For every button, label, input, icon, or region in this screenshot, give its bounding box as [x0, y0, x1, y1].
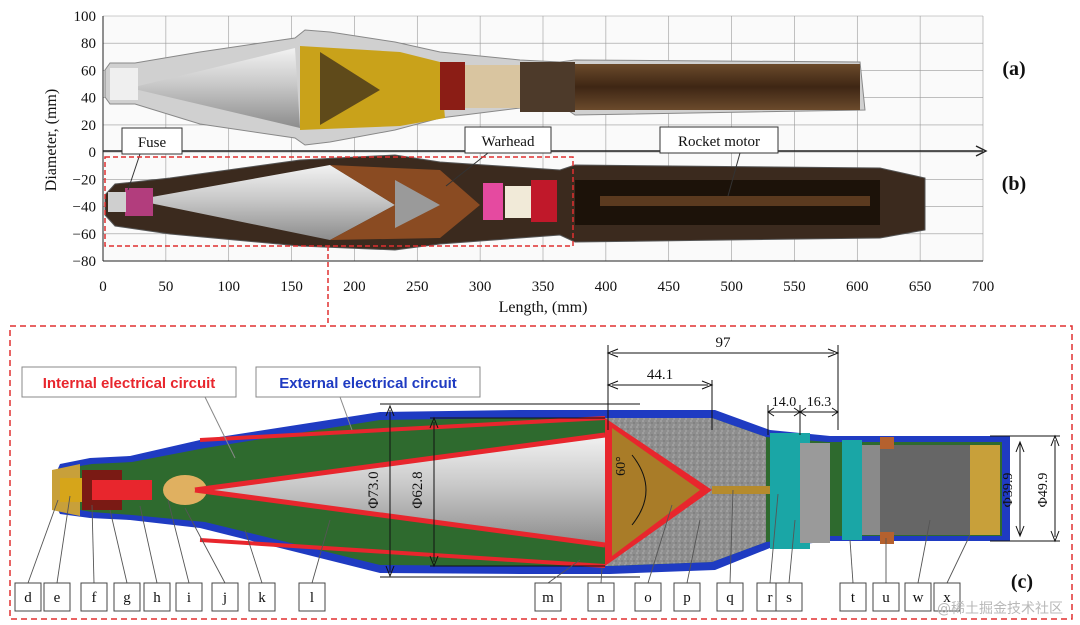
- part-label-text: g: [123, 590, 131, 606]
- part-label-f: f: [80, 504, 108, 612]
- part-label-x: x: [933, 534, 971, 612]
- part-label-text: x: [943, 590, 951, 606]
- y-tick-label: 20: [81, 118, 96, 134]
- part-label-k: k: [244, 529, 276, 612]
- x-tick-labels: 0 50 100 150 200 250 300 350 400 450 500 550 600 650 7…: [99, 279, 994, 295]
- selection-box: [104, 156, 574, 247]
- part-label-l: l: [298, 519, 331, 612]
- x-tick-label: 50: [158, 279, 173, 295]
- watermark: @稀土掘金技术社区: [937, 601, 1063, 617]
- part-label-w: w: [904, 519, 932, 612]
- x-tick-label: 550: [783, 279, 806, 295]
- fuse-label: Fuse: [138, 135, 167, 151]
- part-label-text: q: [726, 590, 734, 606]
- part-label-m: m: [534, 559, 581, 612]
- part-label-text: m: [542, 590, 554, 606]
- x-tick-label: 450: [657, 279, 680, 295]
- part-label-u: u: [872, 538, 900, 612]
- detail-panel: Internal electrical circuit External ele…: [9, 325, 1073, 620]
- missile-photo-a: [104, 29, 866, 146]
- panel-label-a: (a): [1002, 58, 1025, 80]
- part-label-text: t: [851, 590, 856, 606]
- part-label-text: e: [54, 590, 61, 606]
- dimension-lines: [380, 345, 1060, 578]
- external-circuit-text: External electrical circuit: [279, 375, 457, 392]
- dim-phi-49-9: Φ49.9: [1036, 473, 1051, 508]
- y-tick-label: −20: [73, 172, 96, 188]
- missile-section-b: [104, 154, 926, 251]
- dim-phi-39-9: Φ39.9: [1001, 473, 1016, 508]
- dim-16-3: 16.3: [807, 395, 832, 410]
- x-tick-label: 100: [217, 279, 240, 295]
- x-tick-label: 200: [343, 279, 366, 295]
- y-tick-label: 80: [81, 36, 96, 52]
- part-label-text: n: [597, 590, 605, 606]
- y-tick-label: 60: [81, 63, 96, 79]
- y-tick-label: −80: [73, 254, 96, 270]
- part-label-q: q: [716, 489, 744, 612]
- part-label-text: h: [153, 590, 161, 606]
- part-label-e: e: [43, 495, 71, 612]
- internal-circuit-text: Internal electrical circuit: [43, 375, 216, 392]
- rocket-motor-label: Rocket motor: [678, 134, 760, 150]
- part-label-n: n: [587, 567, 615, 612]
- x-tick-label: 700: [972, 279, 995, 295]
- dim-phi-62-8: Φ62.8: [410, 471, 426, 508]
- y-tick-label: −60: [73, 227, 96, 243]
- part-label-text: u: [882, 590, 890, 606]
- panel-label-c: (c): [1011, 571, 1033, 593]
- x-axis-label: Length, (mm): [499, 299, 588, 316]
- dim-14-0: 14.0: [772, 395, 797, 410]
- part-label-text: w: [913, 590, 924, 606]
- fuse-callout: Fuse: [121, 127, 183, 191]
- x-tick-label: 600: [846, 279, 869, 295]
- part-label-text: p: [683, 590, 691, 606]
- x-tick-label: 250: [406, 279, 429, 295]
- part-label-s: s: [775, 519, 803, 612]
- part-label-o: o: [634, 504, 673, 612]
- x-tick-label: 350: [532, 279, 555, 295]
- y-tick-label: −40: [73, 200, 96, 216]
- part-label-j: j: [184, 507, 239, 612]
- part-label-t: t: [839, 539, 867, 612]
- part-label-p: p: [673, 519, 701, 612]
- y-tick-label: 0: [89, 145, 97, 161]
- part-label-text: l: [310, 590, 314, 606]
- y-tick-labels: 100 80 60 40 20 0 −20 −40 −60 −80: [73, 9, 96, 270]
- y-tick-label: 100: [74, 9, 97, 25]
- external-circuit-label: External electrical circuit: [255, 366, 481, 431]
- x-tick-label: 650: [909, 279, 932, 295]
- part-label-h: h: [139, 505, 171, 612]
- warhead-label: Warhead: [482, 134, 535, 150]
- part-label-g: g: [109, 509, 141, 612]
- part-label-text: s: [786, 590, 792, 606]
- cone-angle: 60°: [614, 456, 629, 476]
- part-label-text: r: [768, 590, 773, 606]
- internal-circuit-label: Internal electrical circuit: [21, 366, 237, 459]
- part-label-text: o: [644, 590, 652, 606]
- part-label-text: f: [92, 590, 97, 606]
- dim-97: 97: [716, 335, 732, 351]
- x-tick-label: 150: [280, 279, 303, 295]
- y-tick-label: 40: [81, 91, 96, 107]
- part-label-text: d: [24, 590, 32, 606]
- warhead-callout: Warhead: [445, 126, 552, 187]
- part-label-text: j: [222, 590, 227, 606]
- x-tick-label: 400: [595, 279, 618, 295]
- x-tick-label: 300: [469, 279, 492, 295]
- dim-phi-73: Φ73.0: [366, 471, 382, 508]
- dim-44-1: 44.1: [647, 367, 673, 383]
- y-axis-label: Diameter, (mm): [43, 89, 60, 191]
- part-label-text: i: [187, 590, 191, 606]
- part-label-d: d: [14, 499, 59, 612]
- panel-label-b: (b): [1002, 173, 1026, 195]
- part-label-i: i: [167, 499, 203, 612]
- x-tick-label: 0: [99, 279, 107, 295]
- x-tick-label: 500: [720, 279, 743, 295]
- part-label-text: k: [258, 590, 266, 606]
- rocket-motor-callout: Rocket motor: [659, 126, 779, 197]
